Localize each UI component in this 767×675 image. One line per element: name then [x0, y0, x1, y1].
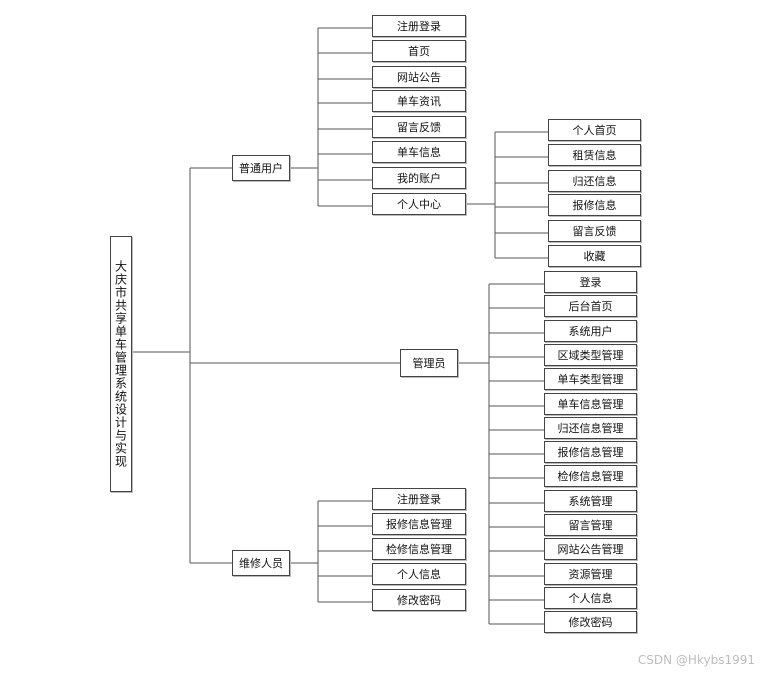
admin-item-node: 单车类型管理 — [544, 368, 637, 390]
personal-center-item-node: 报修信息 — [548, 194, 641, 216]
watermark: CSDN @Hkybs1991 — [637, 653, 755, 667]
admin-item-node: 单车信息管理 — [544, 393, 637, 415]
admin-item-node: 资源管理 — [544, 563, 637, 585]
user-item-node: 单车信息 — [372, 141, 466, 163]
user-item-node: 个人中心 — [372, 193, 466, 215]
admin-item-node: 检修信息管理 — [544, 465, 637, 487]
root-node: 大庆市共享单车管理系统设计与实现 — [110, 236, 132, 492]
branch-repair: 维修人员 — [232, 550, 290, 576]
admin-item-node: 系统管理 — [544, 490, 637, 512]
admin-item-node: 网站公告管理 — [544, 538, 637, 560]
repair-item-node: 修改密码 — [372, 589, 466, 611]
personal-center-item-node: 租赁信息 — [548, 144, 641, 166]
branch-user: 普通用户 — [232, 155, 290, 181]
personal-center-item-node: 留言反馈 — [548, 220, 641, 242]
user-item-node: 网站公告 — [372, 66, 466, 88]
user-item-node: 留言反馈 — [372, 116, 466, 138]
admin-item-node: 系统用户 — [544, 320, 637, 342]
user-item-node: 首页 — [372, 40, 466, 62]
personal-center-item-node: 个人首页 — [548, 119, 641, 141]
admin-item-node: 登录 — [544, 271, 637, 293]
branch-admin: 管理员 — [400, 349, 458, 377]
personal-center-item-node: 归还信息 — [548, 170, 641, 192]
admin-item-node: 个人信息 — [544, 587, 637, 609]
repair-item-node: 注册登录 — [372, 488, 466, 510]
admin-item-node: 报修信息管理 — [544, 441, 637, 463]
user-item-node: 单车资讯 — [372, 90, 466, 112]
admin-item-node: 归还信息管理 — [544, 417, 637, 439]
admin-item-node: 后台首页 — [544, 295, 637, 317]
admin-item-node: 留言管理 — [544, 514, 637, 536]
admin-item-node: 区域类型管理 — [544, 344, 637, 366]
repair-item-node: 个人信息 — [372, 563, 466, 585]
repair-item-node: 检修信息管理 — [372, 538, 466, 560]
personal-center-item-node: 收藏 — [548, 245, 641, 267]
user-item-node: 我的账户 — [372, 167, 466, 189]
admin-item-node: 修改密码 — [544, 611, 637, 633]
user-item-node: 注册登录 — [372, 15, 466, 37]
repair-item-node: 报修信息管理 — [372, 513, 466, 535]
